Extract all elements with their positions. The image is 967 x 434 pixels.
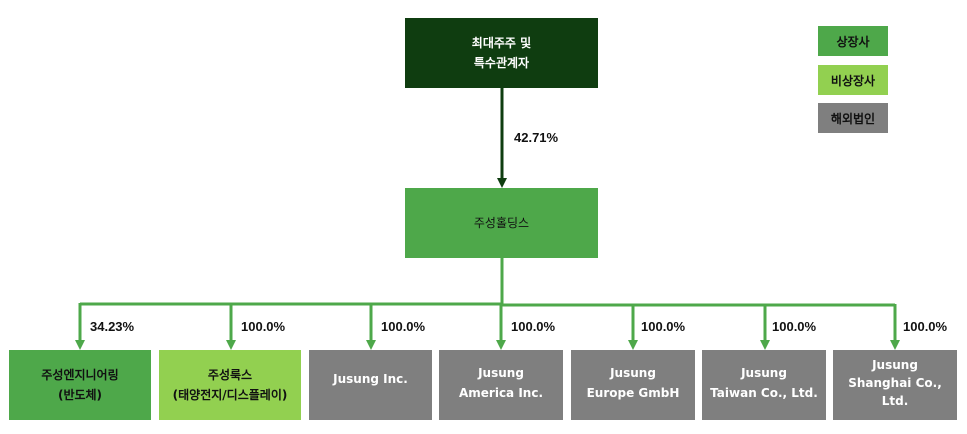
holding-company-name: 주성홀딩스 <box>473 216 530 230</box>
legend-item-unlisted: 비상장사 <box>818 65 888 95</box>
subsidiary-pct: 100.0% <box>772 319 817 334</box>
subsidiary-name: Jusung Inc. <box>333 372 408 386</box>
subsidiary-name-line3: Ltd. <box>881 394 909 408</box>
subsidiary-box-jusung-engineering: 주성엔지니어링 (반도체) <box>9 350 151 420</box>
subsidiary-box-jusung-inc: Jusung Inc. <box>309 350 432 420</box>
subsidiary-name: 주성엔지니어링 <box>41 368 119 382</box>
subsidiary-box-jusung-taiwan: Jusung Taiwan Co., Ltd. <box>702 350 826 420</box>
holding-ownership-pct: 42.71% <box>514 130 559 145</box>
largest-shareholder-line2: 특수관계자 <box>473 56 530 70</box>
subsidiary-name: 주성룩스 <box>207 368 253 382</box>
subsidiary-name: Jusung <box>872 358 918 372</box>
subsidiary-box-jusung-europe: Jusung Europe GmbH <box>571 350 695 420</box>
subsidiary-desc: (태양전지/디스플레이) <box>172 388 288 402</box>
subsidiary-name: Jusung <box>478 366 524 380</box>
subsidiary-box-jusung-america: Jusung America Inc. <box>439 350 563 420</box>
subsidiary-name-line2: Taiwan Co., Ltd. <box>710 386 818 400</box>
subsidiary-pct: 100.0% <box>381 319 426 334</box>
subsidiary-pct: 100.0% <box>903 319 948 334</box>
subsidiary-pct: 34.23% <box>90 319 135 334</box>
subsidiary-bus-line <box>80 302 895 307</box>
subsidiary-name-line2: America Inc. <box>458 386 544 400</box>
subsidiary-box-jusung-shanghai: Jusung Shanghai Co., Ltd. <box>833 350 957 420</box>
subsidiary-box-jusung-lux: 주성룩스 (태양전지/디스플레이) <box>159 350 301 420</box>
subsidiary-pct: 100.0% <box>511 319 556 334</box>
subsidiary-name-line2: Shanghai Co., <box>848 376 942 390</box>
largest-shareholder-line1: 최대주주 및 <box>471 36 532 50</box>
legend-label: 상장사 <box>836 34 870 49</box>
legend-label: 해외법인 <box>830 111 876 126</box>
legend-label: 비상장사 <box>830 73 876 88</box>
subsidiary-name-line2: Europe GmbH <box>586 386 680 400</box>
largest-shareholder-box: 최대주주 및 특수관계자 <box>405 18 598 88</box>
legend-item-foreign: 해외법인 <box>818 103 888 133</box>
holding-company-box: 주성홀딩스 <box>405 188 598 258</box>
subsidiary-pct: 100.0% <box>641 319 686 334</box>
subsidiary-desc: (반도체) <box>57 388 103 402</box>
subsidiary-pct: 100.0% <box>241 319 286 334</box>
subsidiary-name: Jusung <box>741 366 787 380</box>
subsidiary-name: Jusung <box>610 366 656 380</box>
legend-item-listed: 상장사 <box>818 26 888 56</box>
